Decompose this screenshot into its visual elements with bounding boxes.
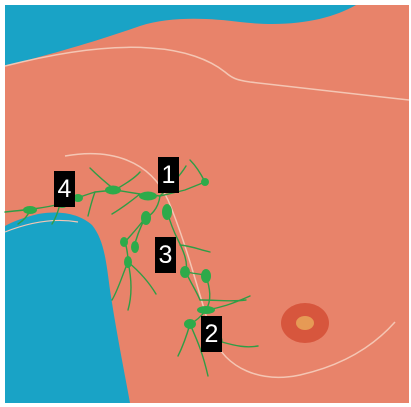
label-3: 3 xyxy=(155,237,176,273)
label-2: 2 xyxy=(201,316,222,352)
label-1: 1 xyxy=(158,157,179,193)
nipple xyxy=(296,316,314,330)
label-4: 4 xyxy=(54,171,75,207)
